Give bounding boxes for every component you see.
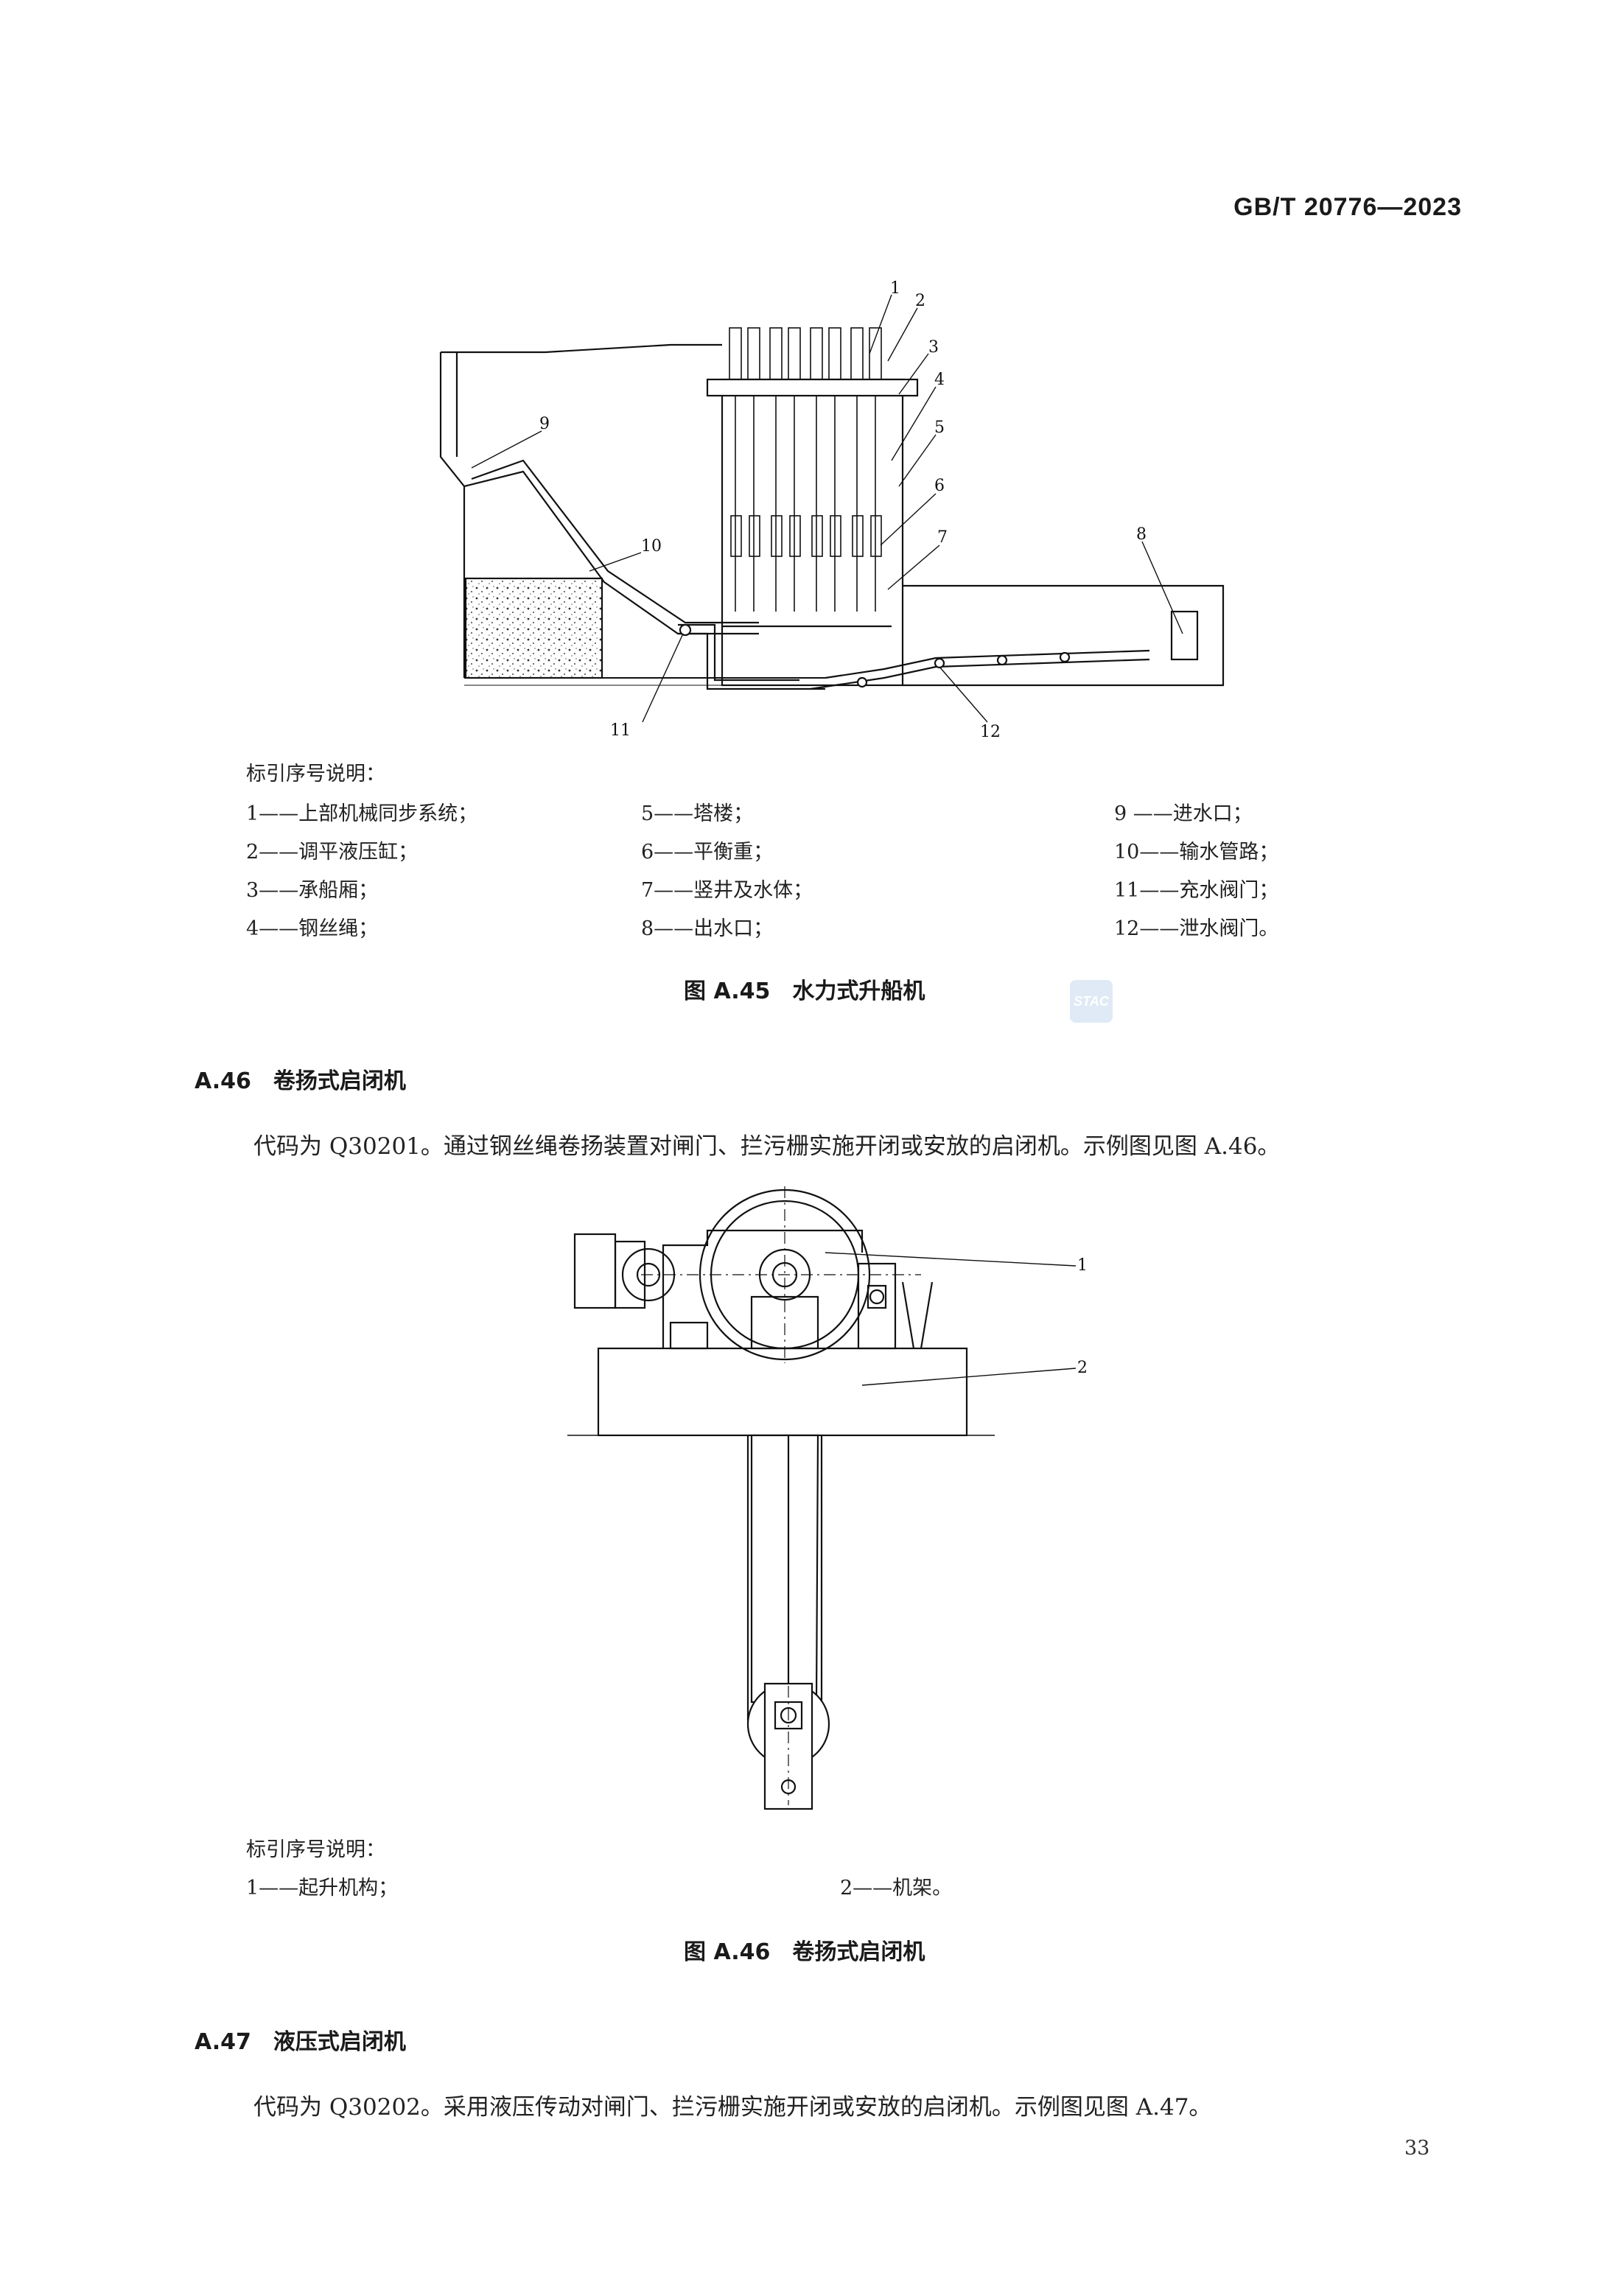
legend-item: 7——竖井及水体； (641, 879, 813, 902)
callout-9: 9 (539, 415, 550, 433)
callout-11: 11 (610, 721, 631, 740)
callout-6: 6 (934, 477, 945, 495)
figure-a45-diagram: 1 2 3 4 5 6 7 8 9 10 11 12 (439, 279, 1225, 741)
callout-1: 1 (1077, 1256, 1088, 1275)
legend-item: 1——起升机构； (246, 1877, 399, 1900)
callout-2: 2 (915, 292, 925, 310)
callout-5: 5 (934, 419, 945, 437)
callout-12: 12 (980, 723, 1001, 741)
callout-4: 4 (934, 371, 945, 389)
section-heading: A.46 卷扬式启闭机 (195, 1068, 406, 1094)
page-number: 33 (1404, 2137, 1430, 2160)
figure-caption: 图 A.46 卷扬式启闭机 (684, 1939, 925, 1965)
legend-item: 6——平衡重； (641, 841, 774, 864)
legend-item: 3——承船厢； (246, 879, 379, 902)
callout-2: 2 (1077, 1359, 1088, 1377)
section-heading: A.47 液压式启闭机 (195, 2029, 406, 2055)
legend-item: 10——输水管路； (1114, 841, 1279, 864)
section-paragraph: 代码为 Q30202。采用液压传动对闸门、拦污栅实施开闭或安放的启闭机。示例图见… (253, 2094, 1212, 2121)
legend-title: 标引序号说明： (246, 1838, 385, 1861)
callout-10: 10 (641, 537, 662, 556)
section-paragraph: 代码为 Q30201。通过钢丝绳卷扬装置对闸门、拦污栅实施开闭或安放的启闭机。示… (253, 1133, 1281, 1160)
legend-item: 8——出水口； (641, 917, 774, 940)
callout-8: 8 (1136, 525, 1147, 544)
legend-item: 9 ——进水口； (1114, 802, 1253, 825)
legend-item: 5——塔楼； (641, 802, 754, 825)
legend-item: 2——调平液压缸； (246, 841, 419, 864)
legend-item: 2——机架。 (840, 1877, 953, 1900)
figure-a46-diagram: 1 2 (567, 1186, 1088, 1810)
stac-watermark-logo: STAC (1070, 980, 1113, 1023)
legend-title: 标引序号说明： (246, 763, 385, 785)
callout-1: 1 (890, 279, 900, 298)
figure-caption: 图 A.45 水力式升船机 (684, 979, 925, 1004)
legend-item: 1——上部机械同步系统； (246, 802, 478, 825)
callout-3: 3 (928, 338, 939, 357)
callout-7: 7 (937, 528, 948, 547)
legend-item: 11——充水阀门； (1114, 879, 1279, 902)
standard-code: GB/T 20776—2023 (1233, 193, 1462, 221)
legend-item: 4——钢丝绳； (246, 917, 379, 940)
legend-item: 12——泄水阀门。 (1114, 917, 1279, 940)
